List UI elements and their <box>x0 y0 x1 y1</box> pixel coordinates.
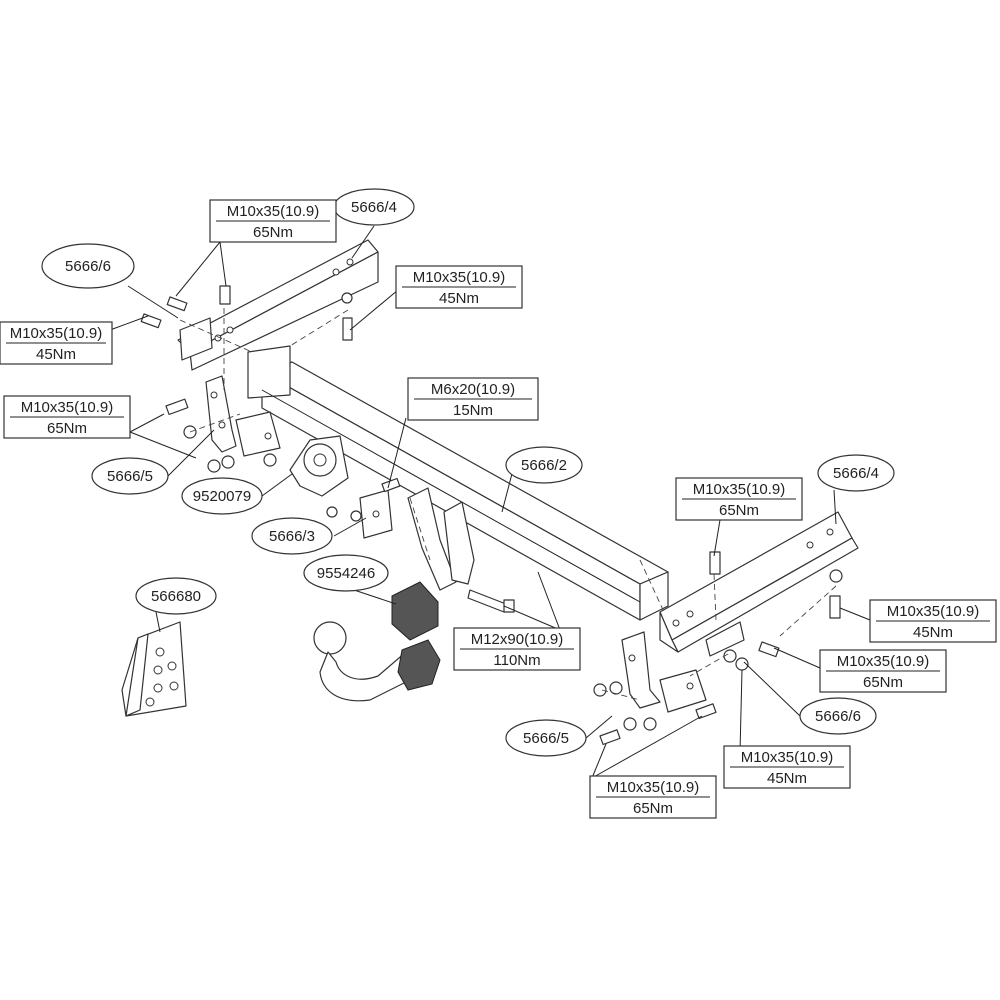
right-spacer-plate <box>705 621 745 657</box>
bolt-spec: M10x35(10.9) <box>607 779 700 796</box>
spec-box-5: M6x20(10.9) 15Nm <box>407 377 539 421</box>
part-number: 566680 <box>151 588 201 605</box>
spec-box-11: M10x35(10.9) 65Nm <box>589 775 717 819</box>
left-side-bracket <box>205 375 281 457</box>
torque-spec: 65Nm <box>863 674 903 691</box>
part-number: 5666/4 <box>351 199 397 216</box>
bolt-spec: M10x35(10.9) <box>887 603 980 620</box>
part-number: 5666/6 <box>65 258 111 275</box>
part-callout-9520079: 9520079 <box>181 477 263 515</box>
part-number: 5666/5 <box>107 468 153 485</box>
torque-spec: 45Nm <box>767 770 807 787</box>
torque-spec: 45Nm <box>913 624 953 641</box>
spec-box-3: M10x35(10.9) 45Nm <box>0 321 113 365</box>
part-number: 9520079 <box>193 488 251 505</box>
part-number: 5666/6 <box>815 708 861 725</box>
torque-spec: 65Nm <box>633 800 673 817</box>
center-bracket <box>359 489 393 539</box>
bolt-spec: M10x35(10.9) <box>413 269 506 286</box>
part-callout-5666-4-right: 5666/4 <box>817 454 895 492</box>
bolt-spec: M6x20(10.9) <box>431 381 515 398</box>
part-callout-5666-2: 5666/2 <box>505 446 583 484</box>
part-number: 5666/2 <box>521 457 567 474</box>
spec-box-10: M10x35(10.9) 45Nm <box>723 745 851 789</box>
torque-spec: 110Nm <box>493 652 540 669</box>
part-callout-5666-6-right: 5666/6 <box>799 697 877 735</box>
bolt-spec: M10x35(10.9) <box>227 203 320 220</box>
spec-box-6: M10x35(10.9) 65Nm <box>675 477 803 521</box>
torque-spec: 65Nm <box>47 420 87 437</box>
bolt-spec: M10x35(10.9) <box>21 399 114 416</box>
spec-box-1: M10x35(10.9) 65Nm <box>209 199 337 243</box>
part-callout-5666-5-left: 5666/5 <box>91 457 169 495</box>
long-bolt <box>467 589 515 613</box>
part-callout-5666-6-left: 5666/6 <box>41 243 135 289</box>
crossbar <box>247 345 669 621</box>
mounting-arms <box>407 487 475 591</box>
left-spacer-plate <box>179 317 213 361</box>
spec-box-9: M10x35(10.9) 65Nm <box>819 649 947 693</box>
part-callout-566680: 566680 <box>135 577 217 615</box>
spec-box-8: M10x35(10.9) 45Nm <box>869 599 997 643</box>
torque-spec: 65Nm <box>719 502 759 519</box>
part-number: 5666/4 <box>833 465 879 482</box>
drawing <box>121 239 859 746</box>
part-callout-9554246: 9554246 <box>303 554 389 592</box>
ball-neck <box>313 581 441 702</box>
assembly-lines <box>179 308 837 701</box>
right-side-bracket <box>621 631 707 713</box>
bolt-spec: M10x35(10.9) <box>741 749 834 766</box>
spec-box-7: M12x90(10.9) 110Nm <box>453 627 581 671</box>
spec-box-4: M10x35(10.9) 65Nm <box>3 395 131 439</box>
warning-tag <box>121 621 187 717</box>
right-mounting-rail <box>659 511 859 653</box>
bolt-spec: M10x35(10.9) <box>10 325 103 342</box>
part-callout-5666-4-left: 5666/4 <box>333 188 415 226</box>
spec-box-2: M10x35(10.9) 45Nm <box>395 265 523 309</box>
bolt-spec: M10x35(10.9) <box>693 481 786 498</box>
torque-spec: 15Nm <box>453 402 493 419</box>
bolt-spec: M10x35(10.9) <box>837 653 930 670</box>
socket-plate <box>289 435 349 497</box>
leader-lines <box>109 225 871 779</box>
torque-spec: 45Nm <box>36 346 76 363</box>
torque-spec: 65Nm <box>253 224 293 241</box>
bolt-spec: M12x90(10.9) <box>471 631 564 648</box>
part-number: 5666/3 <box>269 528 315 545</box>
left-mounting-rail <box>177 239 379 371</box>
part-number: 5666/5 <box>523 730 569 747</box>
fasteners <box>140 285 843 746</box>
torque-spec: 45Nm <box>439 290 479 307</box>
part-number: 9554246 <box>317 565 375 582</box>
part-callout-5666-5-right: 5666/5 <box>505 719 587 757</box>
part-callout-5666-3: 5666/3 <box>251 517 333 555</box>
